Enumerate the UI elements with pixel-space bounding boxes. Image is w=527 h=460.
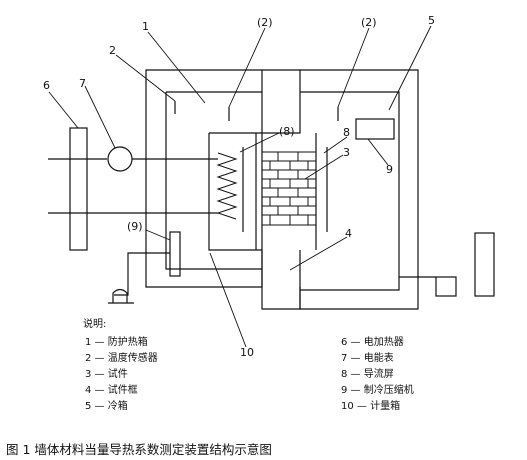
leader-9: [367, 138, 389, 166]
legend-item-10: 10 — 计量箱: [341, 399, 400, 412]
specimen-frame: [261, 69, 301, 310]
leader-9b: [145, 229, 171, 241]
callout-2c: (2): [361, 16, 377, 29]
cold-box-inner-wall: [300, 91, 400, 291]
guard-heater-unit: [169, 231, 181, 277]
cold-box-outline: [299, 69, 419, 310]
callout-5: 5: [428, 14, 435, 27]
metering-box: [208, 132, 262, 251]
leader-6: [48, 91, 79, 129]
leader-2: [115, 54, 176, 102]
figure-caption: 图 1 墙体材料当量导热系数测定装置结构示意图: [6, 442, 272, 457]
callout-2: 2: [109, 44, 116, 57]
legend-title: 说明:: [83, 317, 106, 330]
leader-10: [209, 252, 247, 348]
callout-9b: (9): [127, 220, 143, 233]
legend-item-8: 8 — 导流屏: [341, 367, 394, 380]
energy-meter: [107, 146, 133, 172]
callout-8a: (8): [279, 125, 295, 138]
specimen-bricks: [261, 151, 317, 226]
guard-box-inner-wall: [165, 91, 262, 270]
leader-5: [388, 25, 432, 111]
electric-heater-coil: [216, 152, 238, 220]
callout-1: 1: [142, 20, 149, 33]
leader-2c: [337, 27, 370, 108]
guard-hot-box-outline: [145, 69, 263, 288]
power-supply: [69, 127, 88, 251]
leader-2b: [228, 27, 266, 108]
leader-7: [84, 85, 116, 149]
legend-item-6: 6 — 电加热器: [341, 335, 404, 348]
callout-2b: (2): [257, 16, 273, 29]
callout-3: 3: [343, 146, 350, 159]
callout-7: 7: [79, 77, 86, 90]
legend-item-2: 2 — 温度传感器: [85, 351, 158, 364]
callout-9: 9: [386, 163, 393, 176]
callout-6: 6: [43, 79, 50, 92]
callout-10: 10: [240, 346, 254, 359]
legend-item-1: 1 — 防护热箱: [85, 335, 148, 348]
legend-item-3: 3 — 试件: [85, 367, 128, 380]
compressor-tank: [474, 232, 495, 297]
refrigeration-compressor: [435, 276, 457, 297]
legend-item-4: 4 — 试件框: [85, 383, 138, 396]
leader-8b: [323, 136, 348, 154]
guard-unit-wire: [114, 252, 170, 296]
leader-1: [147, 31, 206, 104]
leader-8a: [239, 132, 280, 153]
guard-fan: [108, 288, 134, 304]
legend-item-7: 7 — 电能表: [341, 351, 394, 364]
compressor-sensor-box: [355, 118, 395, 140]
legend-item-5: 5 — 冷箱: [85, 399, 128, 412]
legend-item-9: 9 — 制冷压缩机: [341, 383, 414, 396]
legend: 说明: 1 — 防护热箱 2 — 温度传感器 3 — 试件 4 — 试件框 5 …: [83, 317, 414, 412]
callout-8b: 8: [343, 126, 350, 139]
callout-4: 4: [345, 227, 352, 240]
leader-4: [289, 236, 348, 271]
leader-3: [304, 154, 344, 180]
